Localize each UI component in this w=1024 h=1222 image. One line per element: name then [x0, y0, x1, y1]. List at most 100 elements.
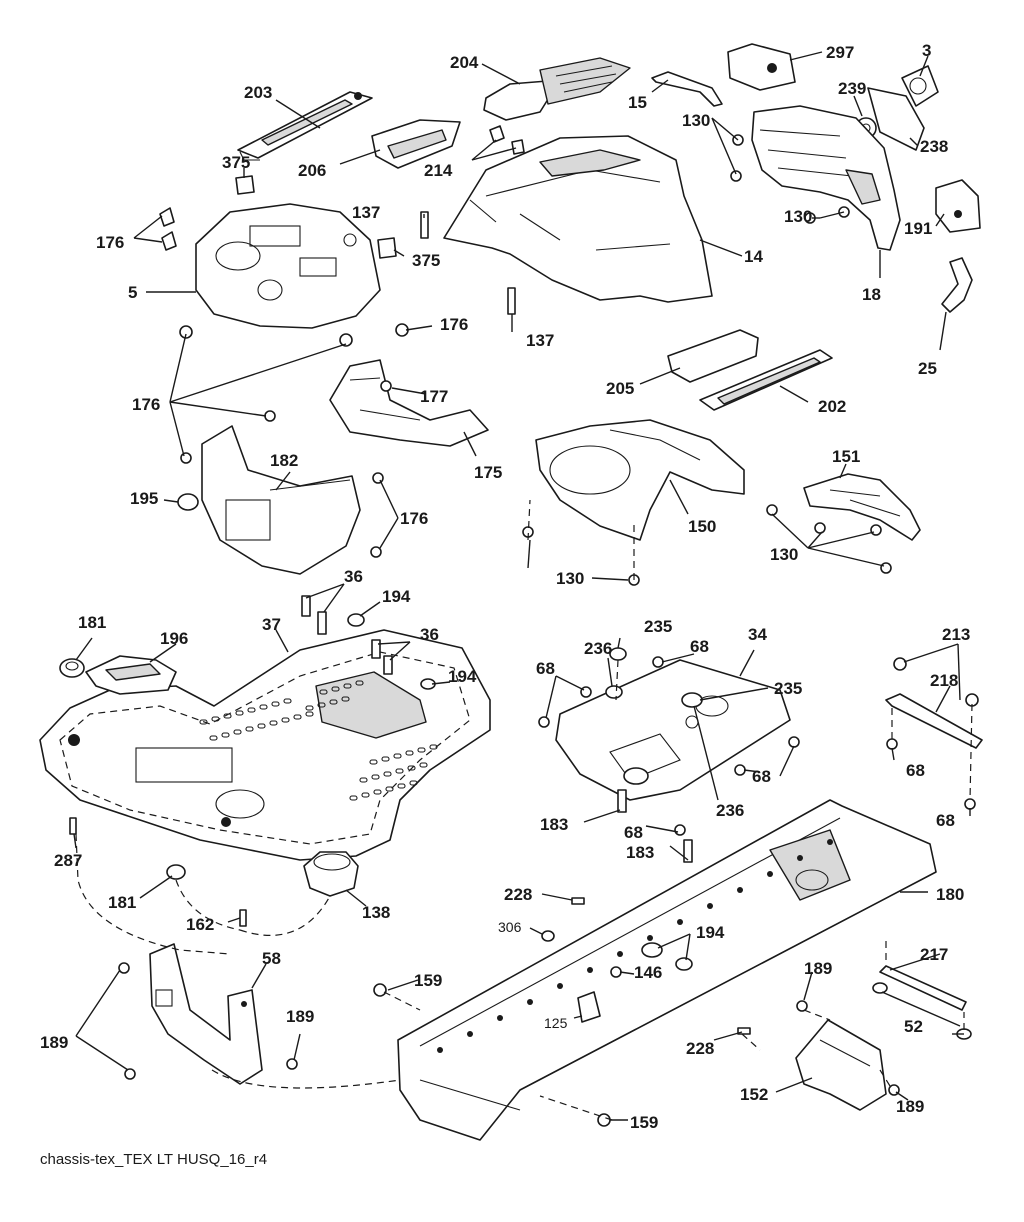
callout-176-a: 176	[96, 233, 124, 252]
callout-14: 14	[744, 247, 763, 266]
callout-228-b: 228	[686, 1039, 714, 1058]
callout-297: 297	[826, 43, 854, 62]
vent-slot	[407, 765, 416, 771]
callout-5: 5	[128, 283, 137, 302]
part-196-cover	[85, 655, 177, 695]
callout-195: 195	[130, 489, 158, 508]
callout-238: 238	[920, 137, 948, 156]
callout-214: 214	[424, 161, 453, 180]
callout-306: 306	[498, 919, 522, 935]
part-202-grille	[699, 349, 833, 411]
callout-235-b: 235	[774, 679, 802, 698]
callout-58: 58	[262, 949, 281, 968]
part-15-trim	[651, 71, 723, 107]
callout-189-c: 189	[40, 1033, 68, 1052]
callout-239: 239	[838, 79, 866, 98]
vent-slot	[281, 717, 290, 723]
callout-217: 217	[920, 945, 948, 964]
bolts-159	[373, 983, 611, 1127]
part-191-cap	[935, 179, 981, 233]
callout-159-a: 159	[414, 971, 442, 990]
vent-slot	[349, 795, 358, 801]
part-297-cap	[727, 43, 796, 91]
vent-slot	[405, 750, 414, 756]
vent-slot	[381, 756, 390, 762]
vent-slot	[259, 704, 268, 710]
part-181-grommet-top	[59, 658, 85, 678]
vent-slot	[221, 732, 230, 738]
callout-34: 34	[748, 625, 767, 644]
callout-213: 213	[942, 625, 970, 644]
part-14-hood	[443, 135, 713, 303]
vent-slot	[199, 719, 208, 725]
callout-206: 206	[298, 161, 326, 180]
callout-189-d: 189	[896, 1097, 924, 1116]
vent-slot	[269, 720, 278, 726]
leader-lines	[73, 51, 971, 1121]
part-152-shield	[795, 1019, 887, 1111]
frame-hole	[497, 1015, 503, 1021]
callout-375-a: 375	[222, 153, 250, 172]
callout-130-d: 130	[770, 545, 798, 564]
callout-137-a: 137	[352, 203, 380, 222]
callout-189-b: 189	[286, 1007, 314, 1026]
callout-191: 191	[904, 219, 932, 238]
callout-202: 202	[818, 397, 846, 416]
frame-hole	[617, 951, 623, 957]
vent-slot	[419, 762, 428, 768]
callout-52: 52	[904, 1017, 923, 1036]
vent-slot	[271, 701, 280, 707]
vent-slot	[409, 780, 418, 786]
vent-slot	[397, 783, 406, 789]
part-204-vent-cover	[483, 57, 631, 121]
callout-228-a: 228	[504, 885, 532, 904]
callout-68-c: 68	[906, 761, 925, 780]
callout-68-e: 68	[936, 811, 955, 830]
callout-138: 138	[362, 903, 390, 922]
vent-slot	[383, 771, 392, 777]
screws-189	[118, 962, 900, 1096]
vent-slot	[385, 786, 394, 792]
callout-125: 125	[544, 1015, 568, 1031]
callout-204: 204	[450, 53, 479, 72]
callout-labels: 203 204 297 3 15 239 375 206 214 130 238…	[40, 41, 970, 1132]
fasteners-36-194	[301, 595, 436, 690]
vent-slot	[395, 768, 404, 774]
callout-176-c: 176	[132, 395, 160, 414]
frame-hole	[647, 935, 653, 941]
diagram-caption: chassis-tex_TEX LT HUSQ_16_r4	[40, 1151, 267, 1168]
vent-slot	[341, 696, 350, 702]
callout-25: 25	[918, 359, 937, 378]
vent-slot	[305, 711, 314, 717]
dashed-assembly-lines	[75, 499, 973, 1121]
callout-68-a: 68	[690, 637, 709, 656]
part-175-bracket	[329, 359, 489, 447]
frame-hole	[527, 999, 533, 1005]
vent-slot	[359, 777, 368, 783]
vent-slot	[293, 714, 302, 720]
part-182-rear-panel	[201, 425, 361, 575]
callout-159-b: 159	[630, 1113, 658, 1132]
callout-183-b: 183	[626, 843, 654, 862]
callout-152: 152	[740, 1085, 768, 1104]
vent-slot	[369, 759, 378, 765]
callout-189-a: 189	[804, 959, 832, 978]
vent-slot	[283, 698, 292, 704]
part-18-right-fender	[751, 105, 901, 251]
vent-slot	[371, 774, 380, 780]
part-218-bracket	[885, 657, 983, 810]
callout-36-b: 36	[420, 625, 439, 644]
screws-130-tank	[522, 526, 640, 586]
vent-slot	[233, 729, 242, 735]
callout-181-a: 181	[78, 613, 106, 632]
callout-137-b: 137	[526, 331, 554, 350]
callout-162: 162	[186, 915, 214, 934]
callout-15: 15	[628, 93, 647, 112]
vent-slot	[393, 753, 402, 759]
callout-130-a: 130	[682, 111, 710, 130]
part-203-grille-strip	[237, 91, 373, 161]
callout-375-b: 375	[412, 251, 440, 270]
frame-hole	[827, 839, 833, 845]
callout-183-a: 183	[540, 815, 568, 834]
part-180-main-frame	[397, 799, 937, 1141]
